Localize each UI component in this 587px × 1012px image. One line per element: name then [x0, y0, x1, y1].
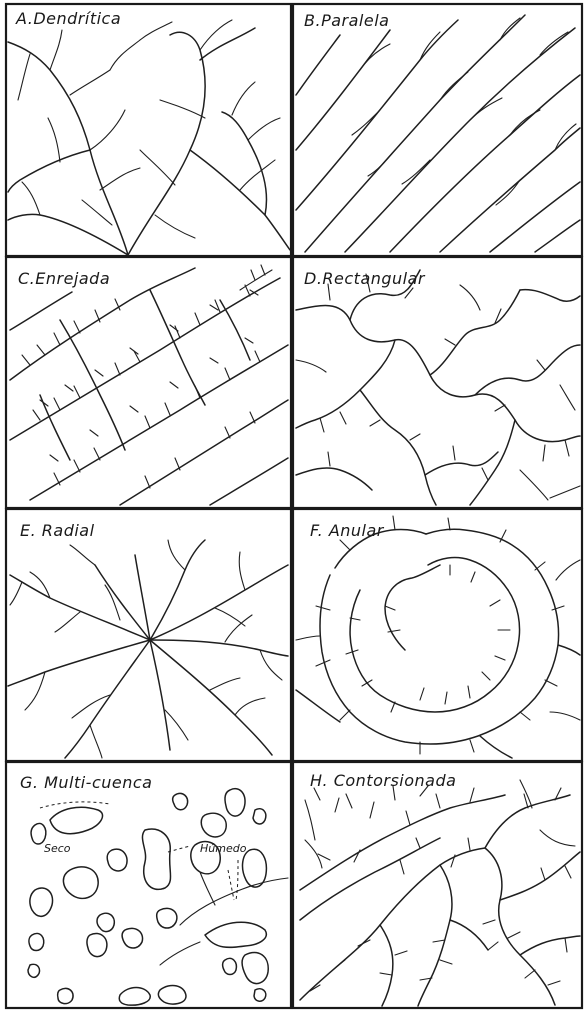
panel-b-label: B.Paralela [304, 11, 389, 30]
panel-h-label: H. Contorsionada [310, 771, 456, 790]
panel-g-basin [223, 958, 237, 974]
panel-g-basin [29, 933, 44, 950]
panel-f-drainage [296, 516, 580, 758]
panel-c-frame [6, 257, 291, 508]
panel-g-basin [63, 867, 98, 899]
panel-f-label: F. Anular [310, 521, 385, 540]
panel-g-wet-label: Húmedo [200, 842, 247, 855]
panel-g-basin [142, 829, 170, 889]
panel-d-drainage [296, 270, 580, 505]
panel-g-basin [28, 964, 40, 977]
panel-g-label: G. Multi-cuenca [20, 773, 152, 792]
panel-d-frame [293, 257, 582, 508]
panel-g-basin [87, 933, 107, 956]
panel-b-frame [293, 4, 582, 256]
panel-f-frame [293, 509, 582, 761]
panel-g-dry-label: Seco [44, 842, 71, 855]
panel-a-label: A.Dendrítica [15, 9, 121, 28]
panel-b-drainage [296, 15, 580, 252]
panel-g-basin [119, 988, 150, 1006]
panel-d-label: D.Rectangular [304, 269, 426, 288]
panel-g-basin [50, 807, 103, 833]
panel-g-basin [122, 928, 142, 948]
panel-g-basin [97, 913, 114, 931]
panel-g-basin [30, 888, 53, 916]
panel-g-basin [157, 908, 177, 928]
panel-g-basin [254, 989, 266, 1001]
panel-g-basin [205, 922, 266, 947]
panel-g-basin [31, 823, 46, 844]
panel-e-label: E. Radial [20, 521, 95, 540]
panel-g-basin [58, 988, 73, 1003]
panel-g-basin [242, 952, 268, 983]
panel-c-label: C.Enrejada [18, 269, 110, 288]
panel-g-basin [107, 849, 127, 871]
panel-frames [6, 4, 582, 1008]
panel-g-basin [201, 813, 226, 837]
panel-c-drainage [10, 265, 288, 505]
panel-g-basin [158, 985, 186, 1004]
panel-h-drainage [300, 780, 580, 1006]
panel-g-basin [225, 789, 245, 816]
panel-e-drainage [8, 540, 288, 758]
panel-g-basin [253, 809, 266, 824]
panel-a-frame [6, 4, 291, 256]
panel-g-drainage: Seco Húmedo [28, 789, 288, 1005]
panel-a-drainage [8, 20, 290, 255]
panel-g-basin [173, 793, 188, 809]
